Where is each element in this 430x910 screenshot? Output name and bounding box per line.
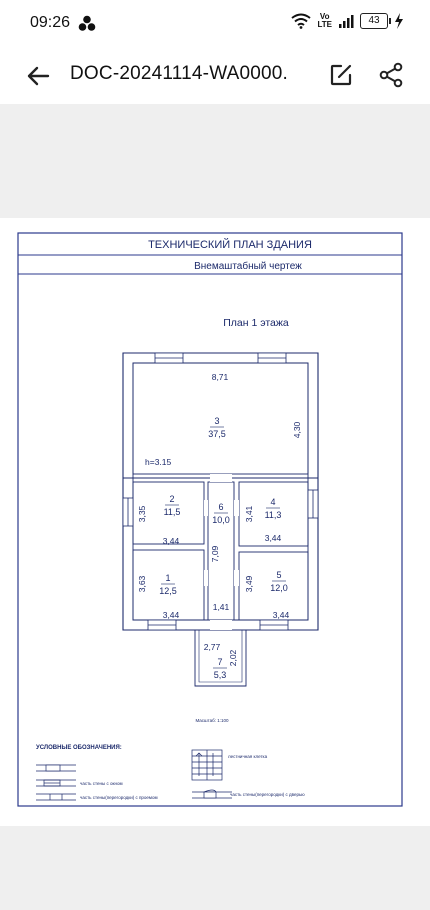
room-4-number: 4 bbox=[270, 497, 275, 507]
dim-porch-height: 2,02 bbox=[228, 649, 238, 666]
dim-corridor-height: 7,09 bbox=[210, 545, 220, 562]
floor-plan-drawing: ТЕХНИЧЕСКИЙ ПЛАН ЗДАНИЯ Внемаштабный чер… bbox=[17, 232, 403, 807]
dim-corridor-width: 1,41 bbox=[213, 602, 230, 612]
porch-inner bbox=[198, 630, 243, 683]
room-7-area: 5,3 bbox=[214, 670, 227, 680]
room-7-number: 7 bbox=[217, 657, 222, 667]
share-icon[interactable] bbox=[376, 60, 406, 90]
signal-icon bbox=[339, 15, 354, 28]
dim-top-width: 8,71 bbox=[212, 372, 229, 382]
flower-notification-icon bbox=[78, 15, 96, 31]
dim-room5-height: 3,49 bbox=[244, 575, 254, 592]
volte-indicator: Vo LTE bbox=[317, 13, 332, 29]
room-5-area: 12,0 bbox=[270, 583, 288, 593]
legend: УСЛОВНЫЕ ОБОЗНАЧЕНИЯ: часть стены с окно… bbox=[36, 745, 305, 801]
windows bbox=[122, 352, 319, 631]
charging-icon bbox=[395, 13, 403, 29]
room-4-area: 11,3 bbox=[265, 510, 282, 520]
plan-title: ТЕХНИЧЕСКИЙ ПЛАН ЗДАНИЯ bbox=[148, 238, 312, 251]
dim-room1-height: 3,63 bbox=[137, 575, 147, 592]
volte-top: Vo bbox=[319, 12, 330, 21]
toolbar: DOC-20241114-WA0000. bbox=[0, 48, 430, 104]
dim-room2-height: 3,35 bbox=[137, 505, 147, 522]
room-1-area: 12,5 bbox=[159, 586, 177, 596]
drawing-frame bbox=[17, 232, 403, 807]
room-2-area: 11,5 bbox=[164, 507, 181, 517]
legend-door-text: часть стены(перегородки) с дверью bbox=[230, 792, 305, 797]
scale-label: Масштаб: 1:100 bbox=[195, 718, 229, 723]
volte-bottom: LTE bbox=[317, 20, 332, 29]
wifi-icon bbox=[291, 13, 312, 29]
document-title: DOC-20241114-WA0000. bbox=[70, 63, 289, 84]
room-3-number: 3 bbox=[214, 416, 219, 426]
room-5-number: 5 bbox=[276, 570, 281, 580]
edit-icon[interactable] bbox=[326, 60, 356, 90]
dim-room1-width: 3,44 bbox=[163, 610, 180, 620]
stairs-symbol bbox=[191, 749, 223, 781]
room-6-number: 6 bbox=[218, 502, 223, 512]
dim-room4-width: 3,44 bbox=[265, 533, 282, 543]
floor-label: План 1 этажа bbox=[223, 317, 289, 329]
status-bar: 09:26 Vo LTE 43 bbox=[0, 0, 430, 48]
height-label: h=3.15 bbox=[145, 457, 172, 467]
battery-indicator: 43 bbox=[360, 13, 391, 29]
dim-room5-width: 3,44 bbox=[273, 610, 290, 620]
plan-subtitle: Внемаштабный чертеж bbox=[194, 260, 302, 272]
back-arrow-icon[interactable] bbox=[22, 60, 54, 92]
room-1-number: 1 bbox=[165, 573, 170, 583]
room-7-porch bbox=[194, 630, 247, 687]
room-3-area: 37,5 bbox=[208, 429, 226, 439]
dim-room4-height: 3,41 bbox=[244, 505, 254, 522]
legend-opening-text: часть стены(перегородки) с проемом bbox=[80, 795, 158, 800]
door-openings bbox=[204, 474, 239, 630]
legend-stairs-text: лестничная клетка bbox=[228, 754, 268, 759]
room-6-area: 10,0 bbox=[212, 515, 230, 525]
dim-top-height: 4,30 bbox=[292, 421, 302, 438]
status-icons: Vo LTE 43 bbox=[291, 13, 404, 29]
room-2-number: 2 bbox=[169, 494, 174, 504]
legend-title: УСЛОВНЫЕ ОБОЗНАЧЕНИЯ: bbox=[36, 745, 122, 751]
document-page: ТЕХНИЧЕСКИЙ ПЛАН ЗДАНИЯ Внемаштабный чер… bbox=[0, 218, 430, 826]
legend-window-text: часть стены с окном bbox=[80, 781, 123, 786]
dim-porch-width: 2,77 bbox=[204, 642, 221, 652]
outer-walls bbox=[122, 352, 319, 631]
dimension-labels: 8,71 4,30 h=3.15 3,35 3,44 3,63 3,44 7,0… bbox=[137, 372, 302, 666]
dim-room2-width: 3,44 bbox=[163, 536, 180, 546]
room-labels: 3 37,5 2 11,5 6 10,0 4 11,3 1 12,5 5 12,… bbox=[159, 416, 288, 680]
status-time: 09:26 bbox=[30, 14, 71, 31]
